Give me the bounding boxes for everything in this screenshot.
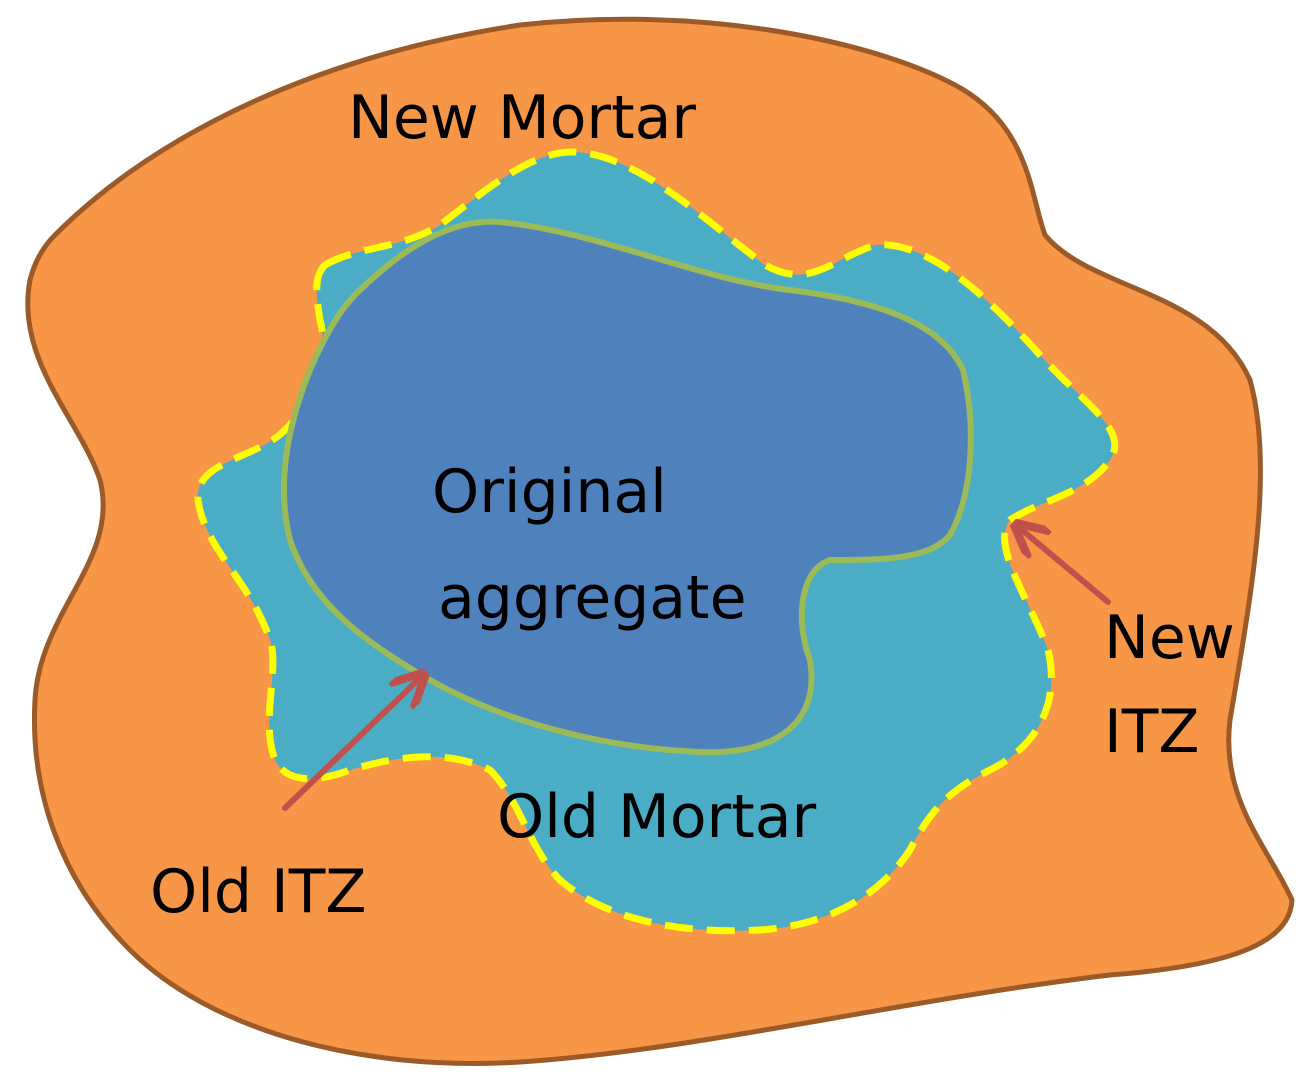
old-itz-label: Old ITZ <box>150 857 367 927</box>
original-aggregate-label-line2: aggregate <box>438 563 747 633</box>
new-itz-arrow <box>1022 530 1111 605</box>
original-aggregate-region <box>280 218 974 756</box>
new-mortar-label: New Mortar <box>348 83 696 153</box>
new-itz-label-line1: New <box>1104 603 1235 673</box>
original-aggregate-label-line1: Original <box>432 457 667 527</box>
old-itz-arrow <box>282 680 418 811</box>
old-mortar-label: Old Mortar <box>497 782 816 852</box>
new-itz-label-line2: ITZ <box>1104 697 1199 767</box>
